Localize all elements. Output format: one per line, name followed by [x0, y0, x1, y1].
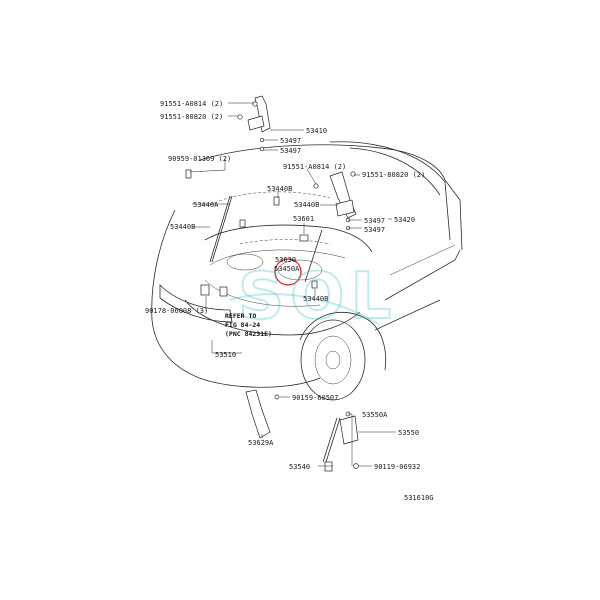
reference-note-line2: FIG 84-24: [225, 321, 260, 329]
leader-lines: [189, 102, 396, 467]
label-53440b-low: 53440B: [303, 295, 328, 303]
label-53497-c: 53497: [364, 217, 385, 225]
label-90119: 90119-06932: [374, 463, 420, 471]
label-53440a: 53440A: [193, 201, 219, 209]
label-53497-d: 53497: [364, 226, 385, 234]
car-body-outline: [151, 141, 463, 401]
label-53629a: 53629A: [248, 439, 274, 447]
clip-parts: [185, 169, 318, 297]
watermark-text: SOL: [238, 260, 397, 334]
label-91551-a0814-mid: 91551-A0814 (2): [283, 163, 346, 171]
label-53440b-left: 53440B: [170, 223, 195, 231]
label-53440b-b: 53440B: [294, 201, 319, 209]
label-53440b-a: 53440B: [267, 185, 292, 193]
reference-note-line1: REFER TO: [225, 312, 256, 320]
label-90959: 90959-01369 (2): [168, 155, 231, 163]
label-90178: 90178-06008 (3): [145, 307, 208, 315]
label-53410: 53410: [306, 127, 327, 135]
label-91551-a0814-top: 91551-A0814 (2): [160, 100, 223, 108]
watermark-swoosh: [229, 293, 381, 326]
lock-and-bracket: [245, 389, 359, 472]
label-53450a: 53450A: [274, 265, 300, 273]
label-91551-80820-mid: 91551-80820 (2): [362, 171, 425, 179]
label-53420: 53420: [394, 216, 415, 224]
hinge-top-right: [313, 171, 357, 231]
label-53550a: 53550A: [362, 411, 388, 419]
highlight-circle: [274, 258, 302, 286]
label-91551-80820-top: 91551-80820 (2): [160, 113, 223, 121]
label-53497-b: 53497: [280, 147, 301, 155]
label-90159: 90159-60507: [292, 394, 338, 402]
label-53550: 53550: [398, 429, 419, 437]
label-53601: 53601: [293, 215, 314, 223]
reference-note-line3: (PNC 84231E): [225, 330, 272, 338]
label-53497-a: 53497: [280, 137, 301, 145]
hinge-top-left: [237, 95, 271, 152]
label-53630: 53630: [275, 256, 296, 264]
label-53540: 53540: [289, 463, 310, 471]
label-53510: 53510: [215, 351, 236, 359]
figure-code: 531610G: [404, 494, 434, 502]
reference-note: REFER TO FIG 84-24 (PNC 84231E): [225, 312, 272, 338]
part-labels: 91551-A0814 (2) 91551-80820 (2) 53497 53…: [145, 100, 434, 502]
